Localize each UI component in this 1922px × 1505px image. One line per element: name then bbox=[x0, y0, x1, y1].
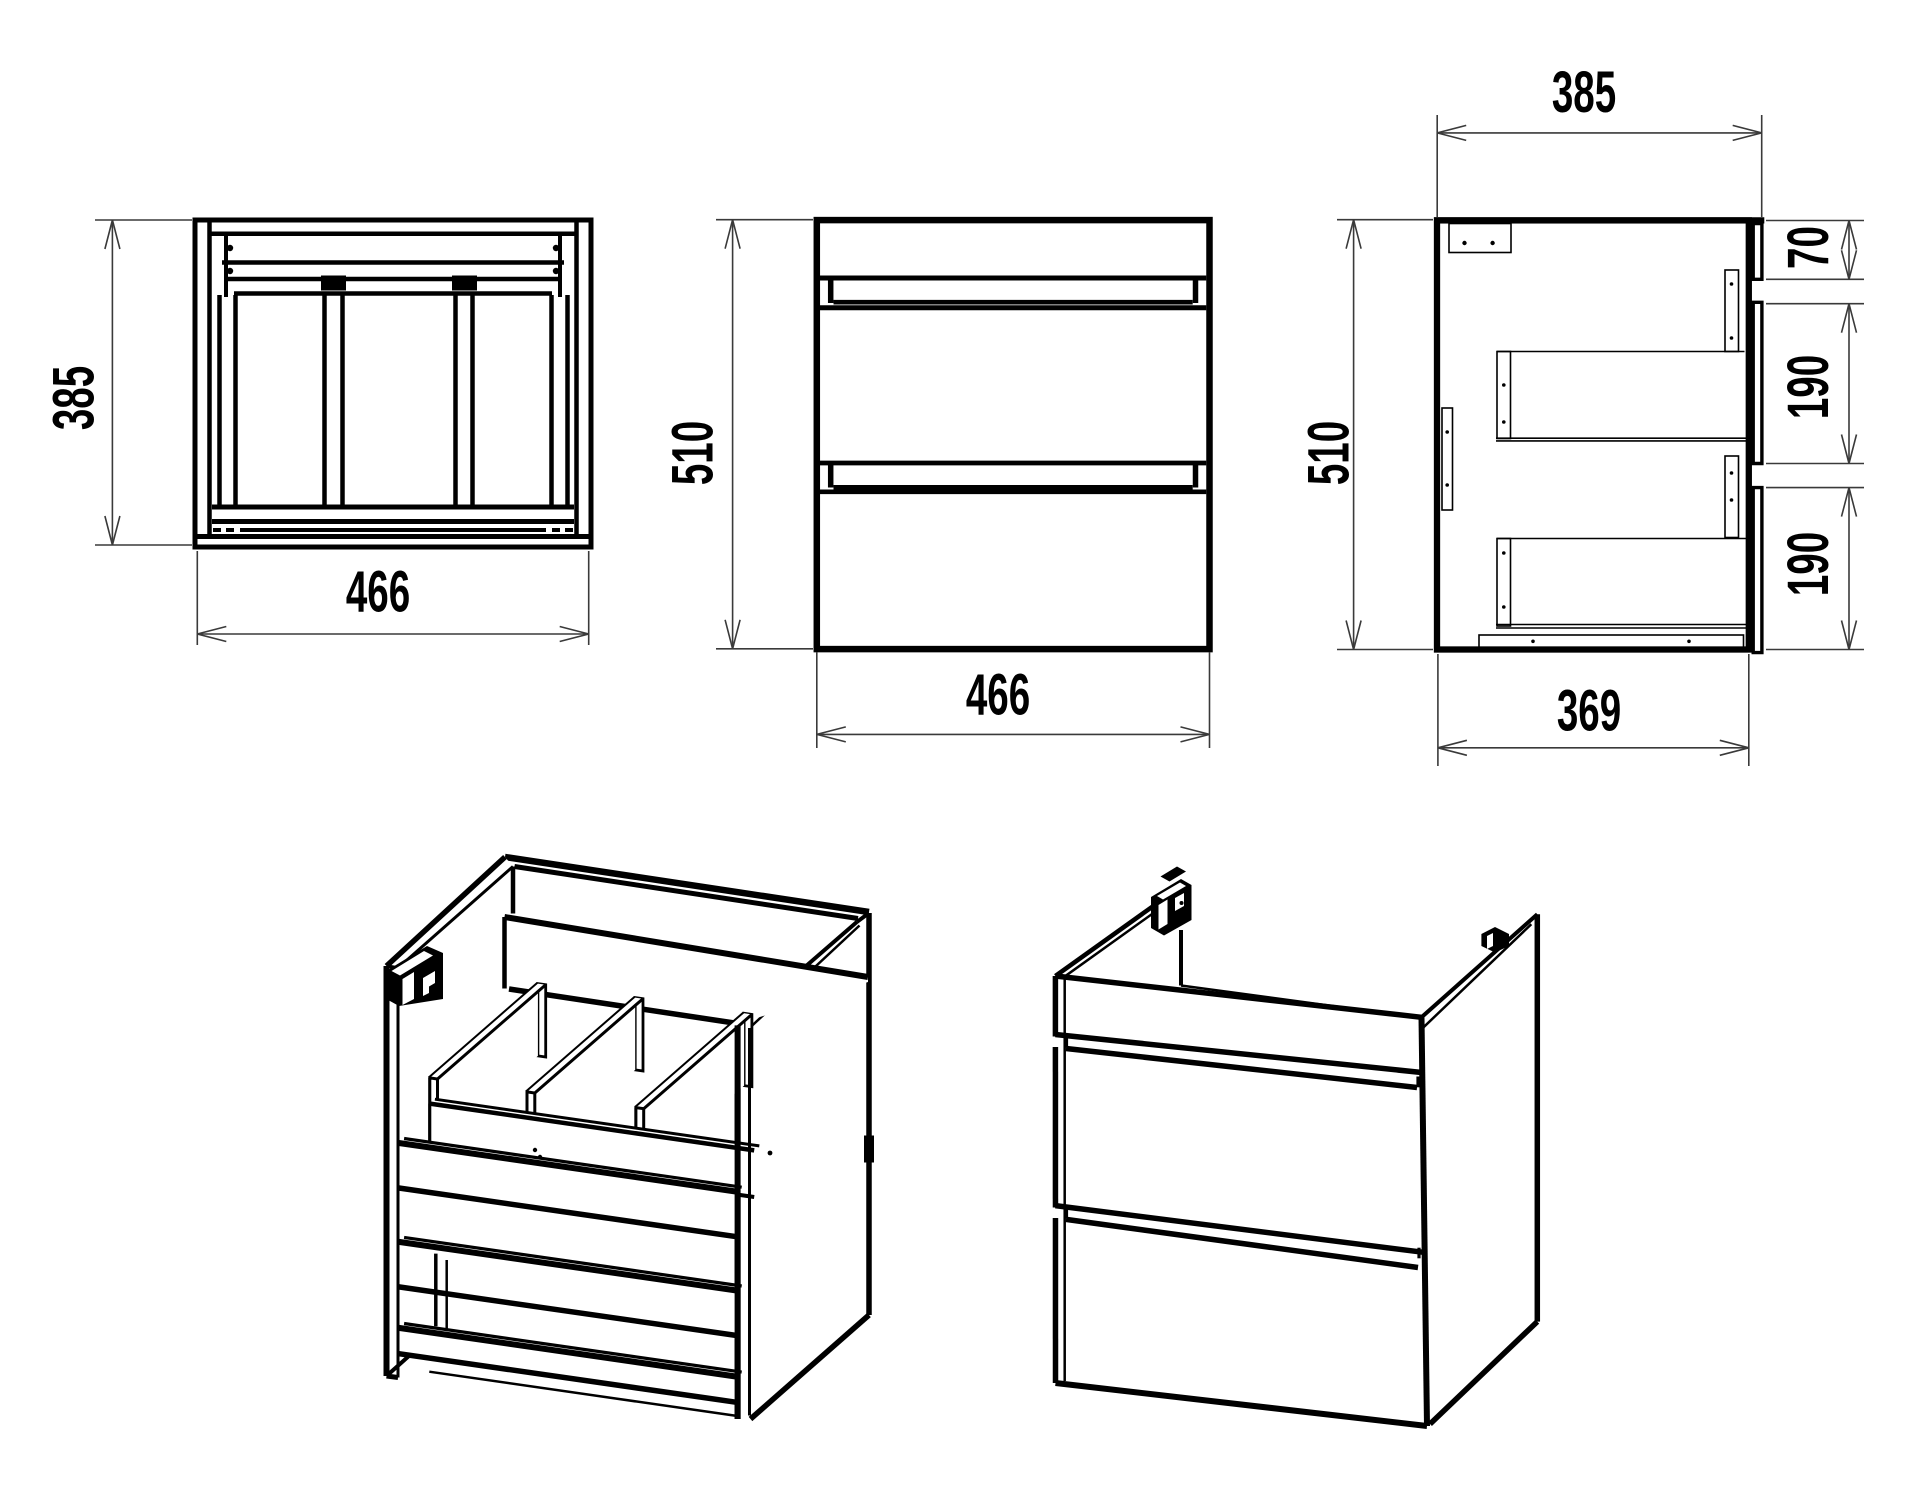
svg-text:369: 369 bbox=[1557, 679, 1621, 744]
svg-text:510: 510 bbox=[661, 421, 726, 485]
svg-text:190: 190 bbox=[1776, 532, 1841, 596]
svg-text:385: 385 bbox=[42, 366, 107, 430]
svg-text:510: 510 bbox=[1297, 421, 1362, 485]
svg-text:70: 70 bbox=[1776, 226, 1841, 269]
svg-text:466: 466 bbox=[966, 663, 1030, 728]
svg-text:466: 466 bbox=[346, 560, 410, 625]
svg-text:385: 385 bbox=[1552, 60, 1616, 125]
svg-text:190: 190 bbox=[1776, 355, 1841, 419]
